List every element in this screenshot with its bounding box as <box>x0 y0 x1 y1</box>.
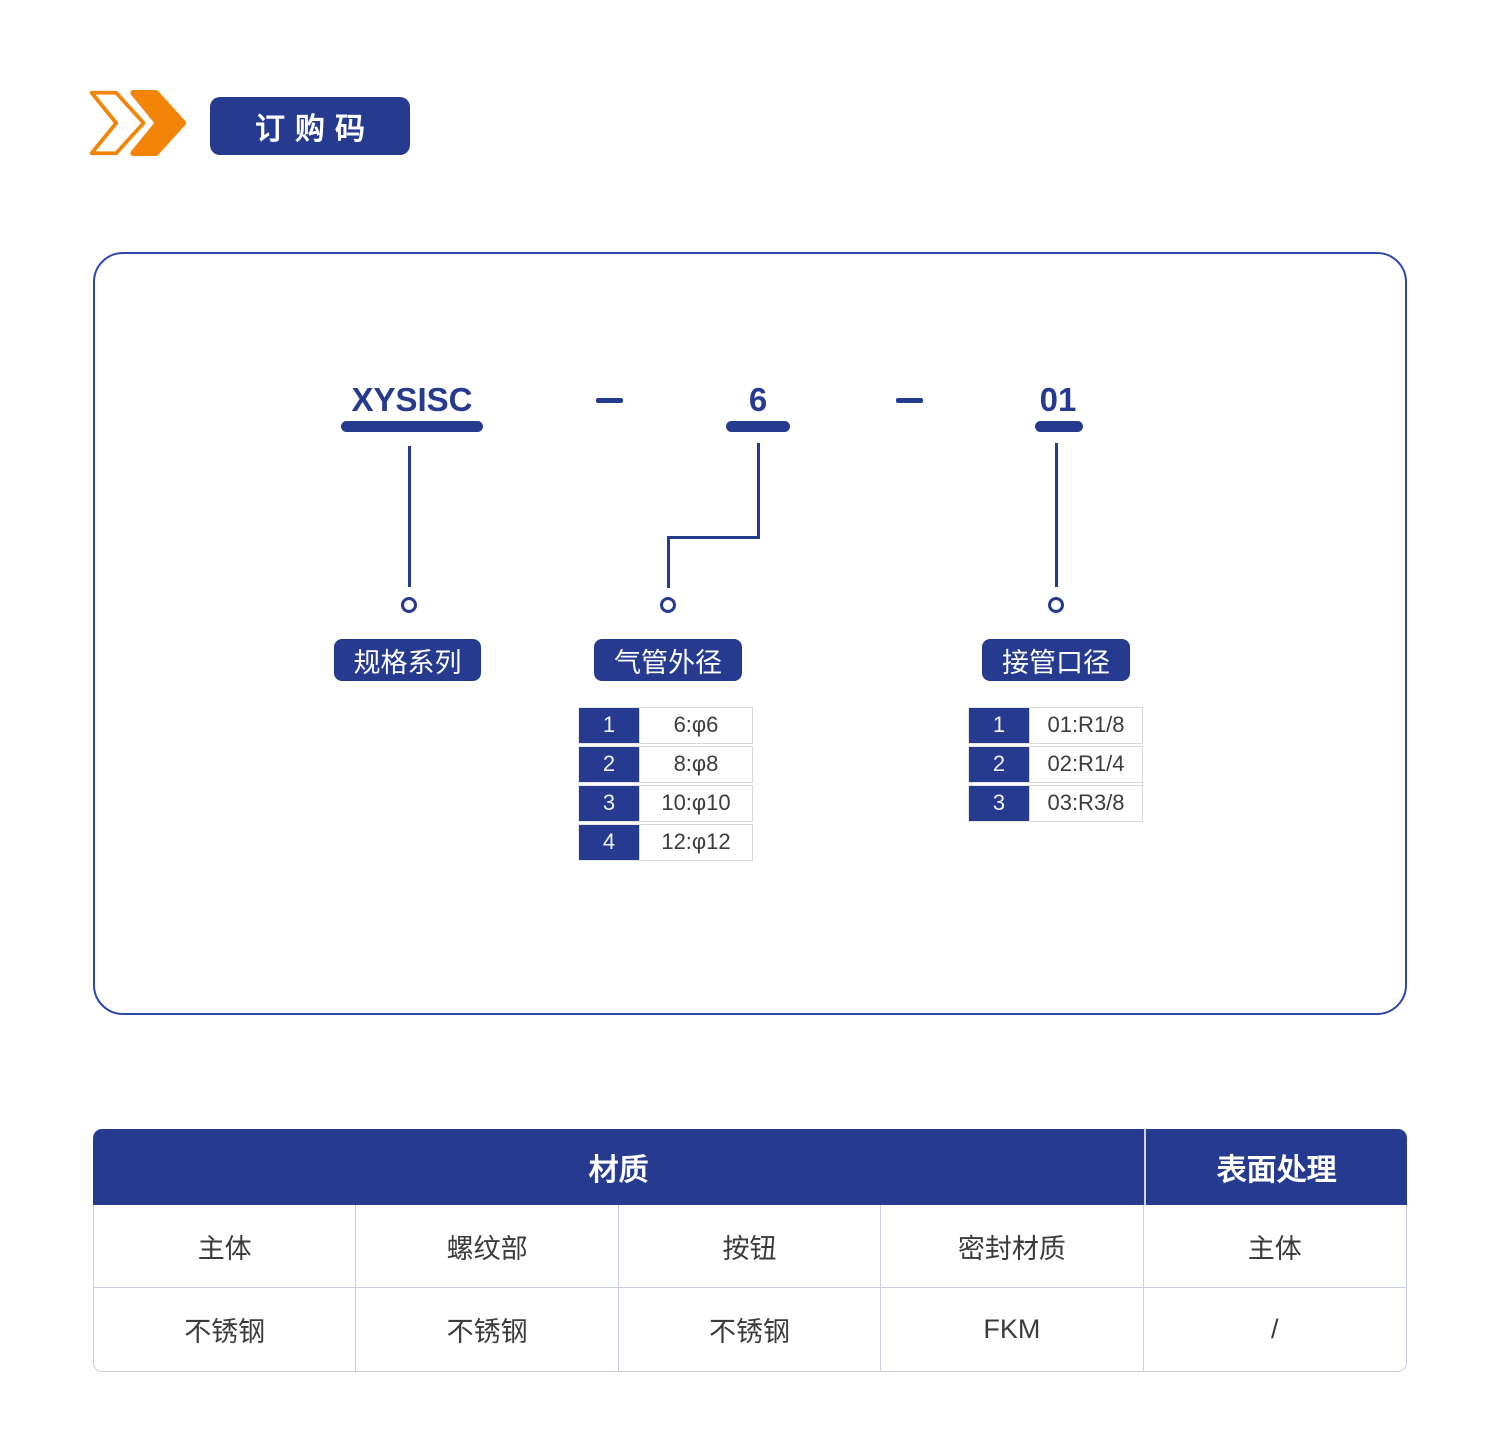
value-cell: 不锈钢 <box>356 1288 619 1371</box>
value-cell: / <box>1143 1288 1406 1371</box>
table-row: 2 02:R1/4 <box>968 746 1143 783</box>
header-surface-treatment: 表面处理 <box>1144 1129 1407 1205</box>
table-row: 1 6:φ6 <box>578 707 753 744</box>
subheader-cell: 密封材质 <box>881 1205 1144 1287</box>
option-value: 8:φ8 <box>639 746 753 783</box>
table-row: 3 10:φ10 <box>578 785 753 822</box>
value-cell: FKM <box>881 1288 1144 1371</box>
field-label-port-size: 接管口径 <box>982 639 1130 681</box>
value-cell: 不锈钢 <box>618 1288 882 1371</box>
connector-line <box>1055 443 1058 587</box>
option-number: 2 <box>968 746 1029 783</box>
code-separator-dash <box>896 398 923 403</box>
materials-table: 材质 表面处理 主体 螺纹部 按钮 密封材质 主体 不锈钢 不锈钢 不锈钢 FK… <box>93 1129 1407 1372</box>
connector-dot <box>401 597 417 613</box>
option-value: 12:φ12 <box>639 824 753 861</box>
option-number: 3 <box>578 785 639 822</box>
header-material: 材质 <box>588 1154 649 1187</box>
connector-line <box>667 536 670 588</box>
option-value: 01:R1/8 <box>1029 707 1143 744</box>
double-chevron-icon <box>89 89 187 157</box>
option-number: 4 <box>578 824 639 861</box>
code-underline <box>726 421 790 432</box>
connector-line <box>757 443 760 538</box>
table-row: 2 8:φ8 <box>578 746 753 783</box>
connector-dot <box>1048 597 1064 613</box>
connector-line <box>667 536 760 539</box>
table-row: 1 01:R1/8 <box>968 707 1143 744</box>
connector-dot <box>660 597 676 613</box>
order-code-panel <box>93 252 1407 1015</box>
code-underline <box>341 421 483 432</box>
port-size-options-table: 1 01:R1/8 2 02:R1/4 3 03:R3/8 <box>968 707 1143 824</box>
section-title-badge: 订购码 <box>210 97 410 155</box>
option-number: 1 <box>968 707 1029 744</box>
field-label-tube-od: 气管外径 <box>594 639 742 681</box>
subheader-cell: 螺纹部 <box>356 1205 619 1287</box>
option-number: 1 <box>578 707 639 744</box>
code-separator-dash <box>596 398 623 403</box>
code-underline <box>1035 421 1083 432</box>
code-part-series: XYSISC <box>351 381 473 418</box>
table-row: 主体 螺纹部 按钮 密封材质 主体 <box>94 1205 1406 1288</box>
field-label-series: 规格系列 <box>334 639 481 681</box>
option-number: 2 <box>578 746 639 783</box>
table-row: 3 03:R3/8 <box>968 785 1143 822</box>
tube-od-options-table: 1 6:φ6 2 8:φ8 3 10:φ10 4 12:φ12 <box>578 707 753 863</box>
materials-table-body: 主体 螺纹部 按钮 密封材质 主体 不锈钢 不锈钢 不锈钢 FKM / <box>93 1205 1407 1372</box>
code-part-port-size: 01 <box>1039 381 1077 418</box>
option-value: 02:R1/4 <box>1029 746 1143 783</box>
option-value: 10:φ10 <box>639 785 753 822</box>
code-part-tube-od: 6 <box>748 381 768 418</box>
materials-table-header: 材质 表面处理 <box>93 1129 1407 1205</box>
table-row: 不锈钢 不锈钢 不锈钢 FKM / <box>94 1288 1406 1371</box>
subheader-cell: 主体 <box>94 1205 357 1287</box>
connector-line <box>408 446 411 587</box>
option-value: 03:R3/8 <box>1029 785 1143 822</box>
table-row: 4 12:φ12 <box>578 824 753 861</box>
option-value: 6:φ6 <box>639 707 753 744</box>
subheader-cell: 主体 <box>1143 1205 1406 1287</box>
subheader-cell: 按钮 <box>618 1205 882 1287</box>
value-cell: 不锈钢 <box>94 1288 357 1371</box>
option-number: 3 <box>968 785 1029 822</box>
